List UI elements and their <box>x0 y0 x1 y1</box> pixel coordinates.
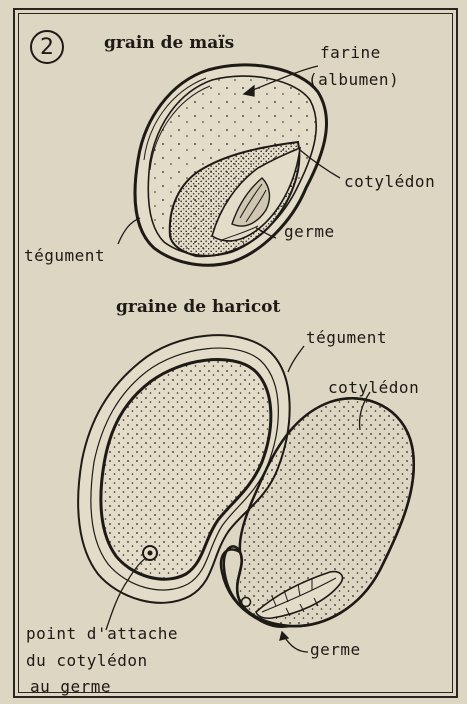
label-attache-line1: point d'attache <box>26 624 178 643</box>
label-albumen: (albumen) <box>308 70 399 89</box>
corn-grain-title: grain de maïs <box>104 33 234 53</box>
label-tegument-bean: tégument <box>306 328 387 347</box>
label-germe-corn: germe <box>284 222 335 241</box>
label-farine: farine <box>320 43 381 62</box>
label-cotyledon-bean: cotylédon <box>328 378 419 397</box>
bean-seed-title: graine de haricot <box>116 297 280 317</box>
label-tegument-corn: tégument <box>24 246 105 265</box>
label-attache-line3: au germe <box>30 677 111 696</box>
label-cotyledon-corn: cotylédon <box>344 172 435 191</box>
bean-open-attachment <box>242 598 251 607</box>
figure-number-badge: 2 <box>30 30 64 64</box>
label-germe-bean: germe <box>310 640 361 659</box>
label-attache-line2: du cotylédon <box>26 651 148 670</box>
